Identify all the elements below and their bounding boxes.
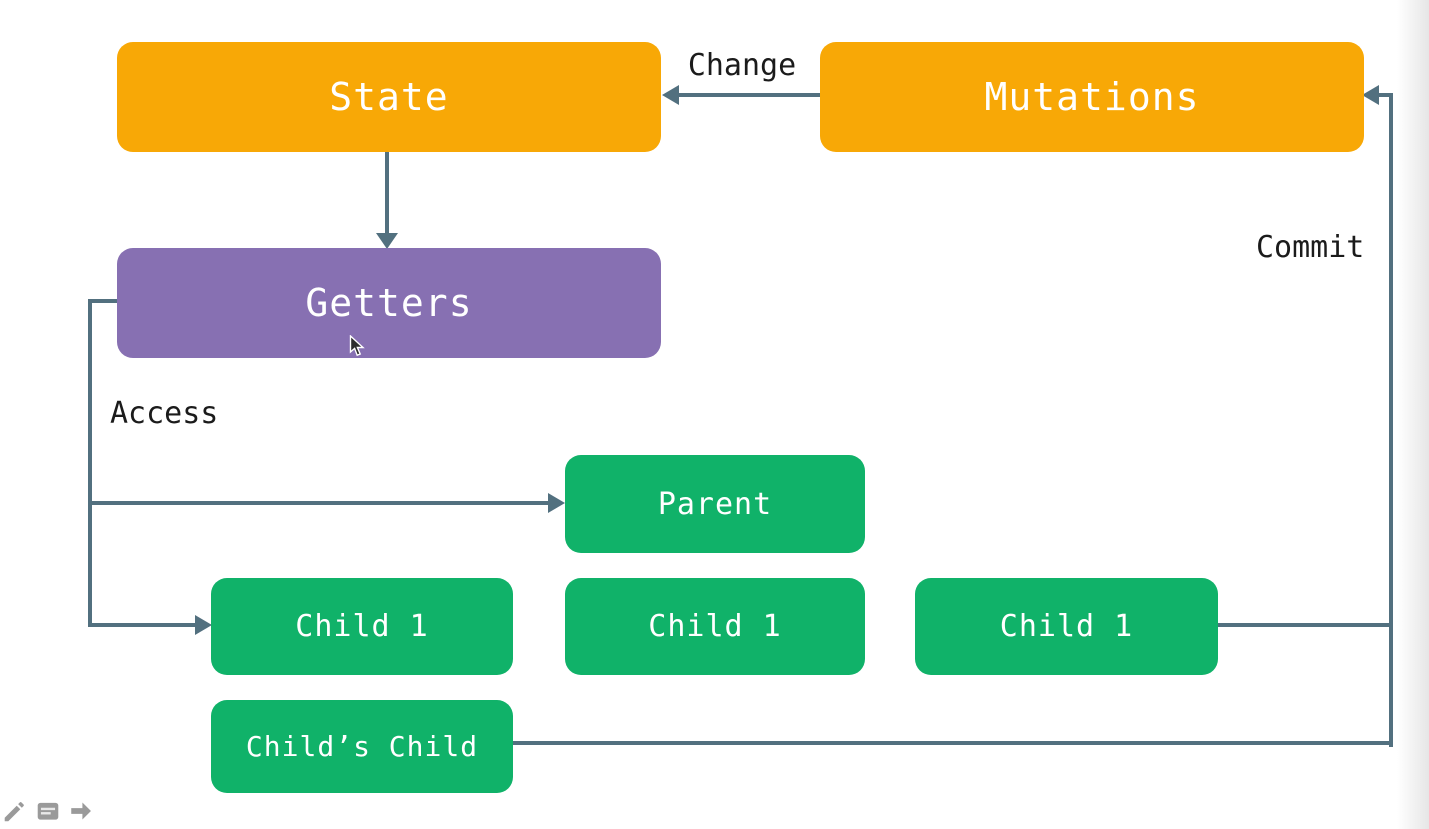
edge-commit-top-segment (1379, 93, 1393, 97)
node-getters: Getters (117, 248, 661, 358)
node-childs-child: Child’s Child (211, 700, 513, 793)
node-state: State (117, 42, 661, 152)
arrowhead-into-getters (376, 233, 398, 249)
node-child1-middle: Child 1 (565, 578, 865, 675)
edge-commit-vertical (1389, 93, 1393, 747)
edge-access-to-parent (88, 501, 550, 505)
node-mutations: Mutations (820, 42, 1364, 152)
edge-label-change: Change (687, 48, 797, 83)
next-arrow-icon[interactable] (68, 798, 94, 824)
arrowhead-into-parent (548, 493, 565, 513)
edge-childschild-to-commit (513, 741, 1393, 745)
edge-label-access: Access (110, 396, 219, 431)
edge-access-to-child1 (88, 623, 196, 627)
arrowhead-into-state (662, 85, 679, 105)
pencil-icon[interactable] (2, 798, 28, 824)
edge-child1-right-to-commit (1218, 623, 1389, 627)
node-parent: Parent (565, 455, 865, 553)
edge-mutations-to-state (679, 93, 820, 97)
node-child1-right: Child 1 (915, 578, 1218, 675)
edge-label-commit: Commit (1256, 230, 1365, 265)
notes-icon[interactable] (35, 798, 61, 824)
edge-access-vertical (88, 299, 92, 627)
mouse-cursor (349, 334, 366, 362)
node-child1-left: Child 1 (211, 578, 513, 675)
arrowhead-into-child1 (195, 615, 212, 635)
edge-getters-left-stub (88, 299, 117, 303)
arrowhead-into-mutations (1362, 85, 1379, 105)
annotation-toolbar (2, 798, 94, 824)
edge-state-to-getters (385, 152, 389, 234)
right-edge-gradient (1397, 0, 1429, 829)
